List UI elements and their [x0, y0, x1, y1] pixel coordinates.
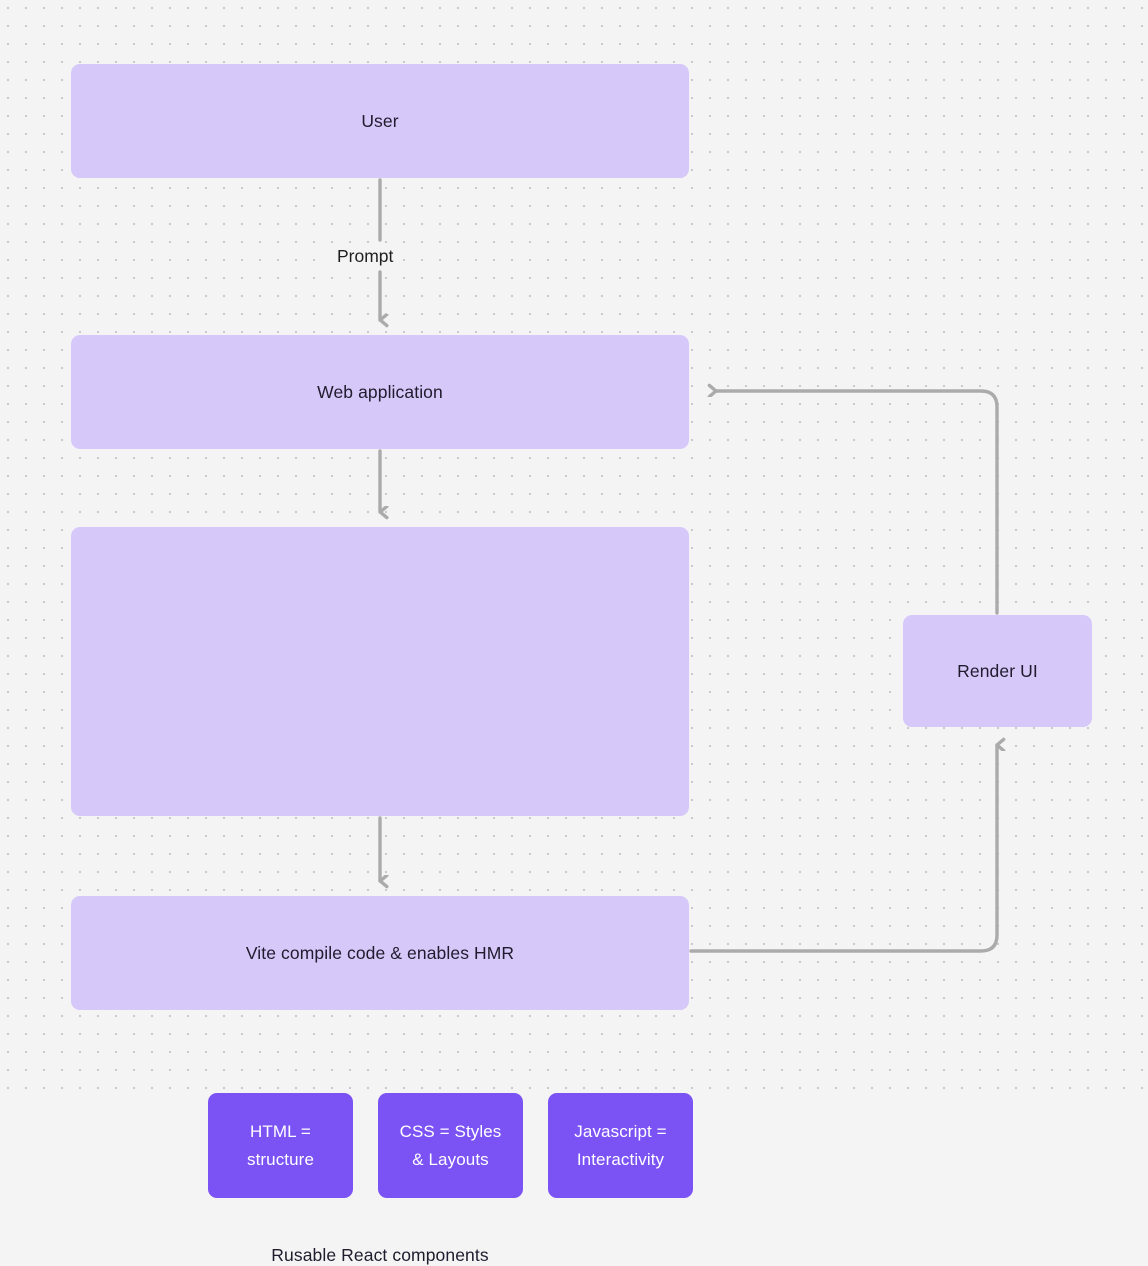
- node-user[interactable]: User: [71, 64, 689, 178]
- node-web-application[interactable]: Web application: [71, 335, 689, 449]
- node-render-ui[interactable]: Render UI: [903, 615, 1092, 727]
- chip-css[interactable]: CSS = Styles & Layouts: [378, 1093, 523, 1198]
- node-vite-label: Vite compile code & enables HMR: [245, 942, 515, 963]
- edge-render-to-webapp: [716, 391, 999, 615]
- chip-javascript-label: Javascript = Interactivity: [574, 1121, 667, 1169]
- node-user-label: User: [361, 110, 399, 131]
- chip-javascript[interactable]: Javascript = Interactivity: [548, 1093, 693, 1198]
- chip-html-label: HTML = structure: [246, 1121, 315, 1169]
- component-group-caption: Rusable React components: [271, 1245, 489, 1265]
- node-component-group[interactable]: HTML = structure CSS = Styles & Layouts …: [71, 527, 693, 1265]
- edge-label-prompt: Prompt: [330, 244, 401, 269]
- chip-css-label: CSS = Styles & Layouts: [399, 1121, 502, 1169]
- edge-vite-to-render: [689, 745, 997, 953]
- node-render-ui-label: Render UI: [957, 660, 1038, 681]
- node-vite[interactable]: Vite compile code & enables HMR: [71, 896, 689, 1010]
- node-web-application-label: Web application: [317, 381, 443, 402]
- chip-html[interactable]: HTML = structure: [208, 1093, 353, 1198]
